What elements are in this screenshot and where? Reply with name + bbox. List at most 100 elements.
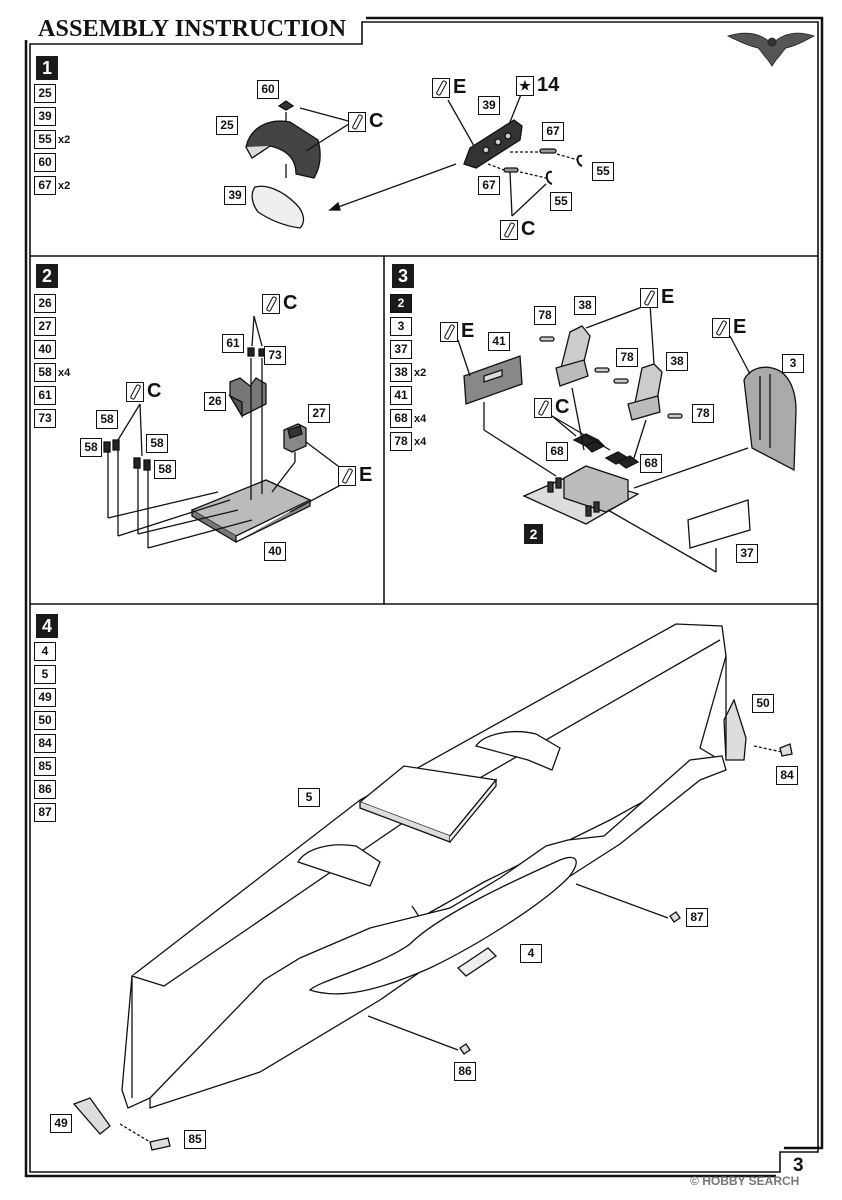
callout-part-38: 38 [666,352,688,371]
decal-number: ★14 [516,74,559,97]
callout-part-61: 61 [222,334,244,353]
callout-part-38: 38 [574,296,596,315]
parts-list-item: 73 [34,407,70,430]
callout-part-67: 67 [542,122,564,141]
parts-list-item: 85 [34,755,58,778]
paintbrush-icon [126,381,144,402]
part-number: 84 [34,734,56,753]
callout-part-55: 55 [550,192,572,211]
callout-part-85: 85 [184,1130,206,1149]
callout-part-5: 5 [298,788,320,807]
callout-part-58: 58 [80,438,102,457]
paint-code-c: C [262,292,297,315]
callout-part-26: 26 [204,392,226,411]
callout-part-50: 50 [752,694,774,713]
watermark-text: © HOBBY SEARCH [690,1174,800,1188]
parts-list-item: 5 [34,663,58,686]
parts-list-item: 86 [34,778,58,801]
step3-art [457,303,797,573]
step-3-number: 3 [392,264,414,288]
page-frame [29,21,819,1173]
parts-list-item: 26 [34,292,70,315]
callout-part-4: 4 [520,944,542,963]
paintbrush-icon [348,111,366,132]
part-number: 86 [34,780,56,799]
part-number: 49 [34,688,56,707]
parts-list-item: 49 [34,686,58,709]
parts-list-item: 3 [390,315,426,338]
part-number: 87 [34,803,56,822]
callout-part-27: 27 [308,404,330,423]
parts-list-item: 37 [390,338,426,361]
callout-part-25: 25 [216,116,238,135]
part-number: 60 [34,153,56,172]
parts-list-item: 61 [34,384,70,407]
callout-part-49: 49 [50,1114,72,1133]
callout-part-58: 58 [154,460,176,479]
paintbrush-icon [712,317,730,338]
paint-code-c: C [500,218,535,241]
callout-part-39: 39 [478,96,500,115]
paintbrush-icon [432,77,450,98]
part-quantity: x2 [58,133,71,146]
sub-assembly-number: 2 [390,294,412,313]
callout-part-40: 40 [264,542,286,561]
part-number: 55 [34,130,56,149]
step2-art [103,315,355,549]
paintbrush-icon [534,397,552,418]
callout-part-78: 78 [616,348,638,367]
callout-part-68: 68 [640,454,662,473]
parts-list-item: 60 [34,151,70,174]
step-1-number: 1 [36,56,58,80]
eagle-logo-icon [726,32,816,67]
callout-part-67: 67 [478,176,500,195]
callout-part-37: 37 [736,544,758,563]
part-number: 27 [34,317,56,336]
parts-list-item: 25 [34,82,70,105]
parts-list-item: 41 [390,384,426,407]
decal-star-icon: ★ [516,75,534,96]
callout-part-78: 78 [692,404,714,423]
part-number: 4 [34,642,56,661]
paint-code-e: E [640,286,674,309]
part-number: 3 [390,317,412,336]
part-quantity: x4 [414,435,427,448]
parts-list-item: 39 [34,105,70,128]
paint-code-e: E [712,316,746,339]
callout-part-39: 39 [224,186,246,205]
callout-part-58: 58 [146,434,168,453]
paint-code-e: E [440,320,474,343]
step-2-number: 2 [36,264,58,288]
callout-part-3: 3 [782,354,804,373]
paintbrush-icon [440,321,458,342]
paint-code-e: E [338,464,372,487]
part-number: 85 [34,757,56,776]
step4-art [72,623,793,1151]
callout-part-78: 78 [534,306,556,325]
part-quantity: x4 [58,366,71,379]
step-4-parts-list: 4 5 49 50 84 85 86 87 [34,640,58,824]
parts-list-item: 40 [34,338,70,361]
paint-code-e: E [432,76,466,99]
part-number: 38 [390,363,412,382]
callout-part-60: 60 [257,80,279,99]
part-number: 68 [390,409,412,428]
page-number: 3 [793,1155,804,1176]
page-title: ASSEMBLY INSTRUCTION [38,16,347,42]
part-number: 40 [34,340,56,359]
parts-list-item: 87 [34,801,58,824]
part-number: 58 [34,363,56,382]
paintbrush-icon [338,465,356,486]
part-quantity: x4 [414,412,427,425]
paintbrush-icon [262,293,280,314]
part-number: 5 [34,665,56,684]
callout-part-58: 58 [96,410,118,429]
part-number: 37 [390,340,412,359]
part-number: 67 [34,176,56,195]
